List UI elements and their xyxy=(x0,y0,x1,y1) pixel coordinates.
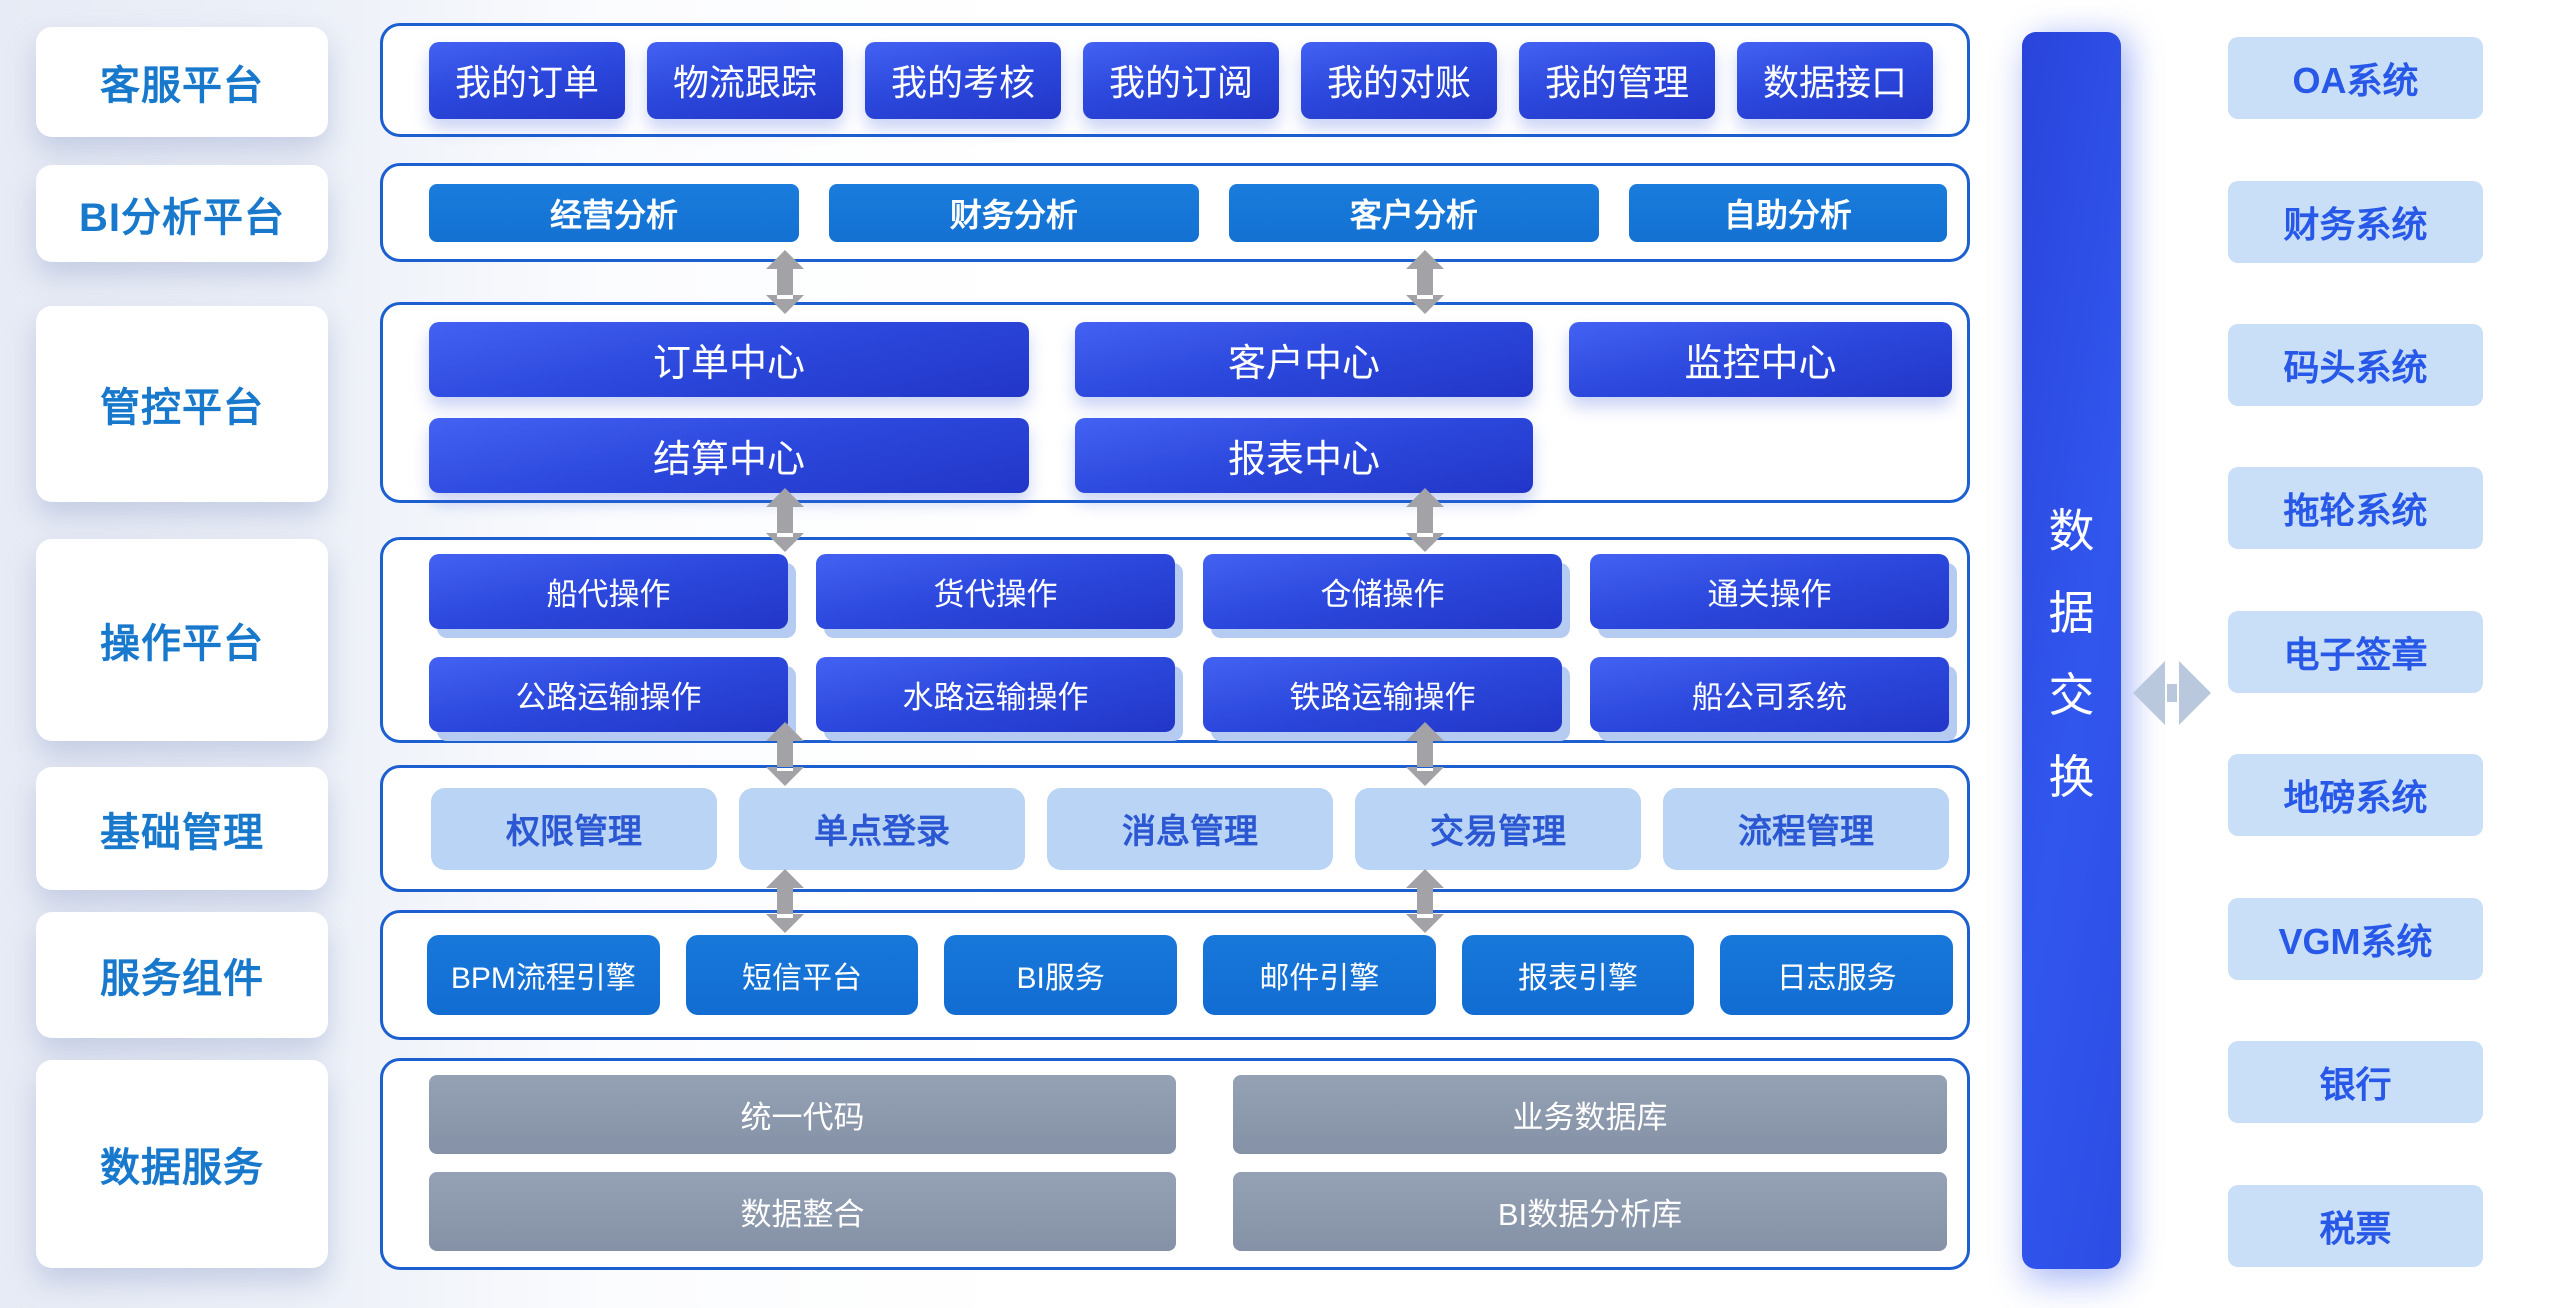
platform-card-customer-service[interactable]: 客服平台 xyxy=(36,27,328,137)
node-business-db[interactable]: 业务数据库 xyxy=(1233,1075,1947,1154)
node-shipping-company-sys[interactable]: 船公司系统 xyxy=(1590,657,1949,732)
node-my-manage[interactable]: 我的管理 xyxy=(1519,41,1715,119)
data-exchange-bar[interactable]: 数 据 交 换 xyxy=(2022,32,2121,1269)
node-log-service[interactable]: 日志服务 xyxy=(1720,935,1954,1015)
node-report-engine[interactable]: 报表引擎 xyxy=(1461,935,1695,1015)
data-exchange-char: 换 xyxy=(2048,750,2095,803)
node-my-assess[interactable]: 我的考核 xyxy=(865,41,1061,119)
node-business-analysis[interactable]: 经营分析 xyxy=(429,183,799,242)
node-water-transport-op[interactable]: 水路运输操作 xyxy=(816,657,1175,732)
double-arrow-horizontal-icon xyxy=(2133,661,2211,725)
node-sms-platform[interactable]: 短信平台 xyxy=(685,935,919,1015)
node-report-center[interactable]: 报表中心 xyxy=(1075,418,1533,493)
double-arrow-vertical-icon xyxy=(1406,250,1444,314)
double-arrow-vertical-icon xyxy=(766,869,804,933)
node-mail-engine[interactable]: 邮件引擎 xyxy=(1203,935,1436,1015)
double-arrow-vertical-icon xyxy=(766,722,804,786)
section-base-mgmt: 权限管理 单点登录 消息管理 交易管理 流程管理 xyxy=(380,765,1970,892)
external-card-bank[interactable]: 银行 xyxy=(2228,1041,2483,1123)
node-trade-mgmt[interactable]: 交易管理 xyxy=(1355,787,1641,870)
section-control: 订单中心 客户中心 监控中心 结算中心 报表中心 xyxy=(380,302,1970,503)
double-arrow-vertical-icon xyxy=(766,488,804,552)
node-permission-mgmt[interactable]: 权限管理 xyxy=(431,787,717,870)
external-card-finance[interactable]: 财务系统 xyxy=(2228,181,2483,263)
node-warehouse-op[interactable]: 仓储操作 xyxy=(1203,554,1562,629)
node-customer-center[interactable]: 客户中心 xyxy=(1075,322,1533,397)
double-arrow-vertical-icon xyxy=(1406,488,1444,552)
node-data-api[interactable]: 数据接口 xyxy=(1737,41,1933,119)
node-settle-center[interactable]: 结算中心 xyxy=(429,418,1029,493)
node-self-analysis[interactable]: 自助分析 xyxy=(1628,183,1948,242)
platform-card-data-service[interactable]: 数据服务 xyxy=(36,1060,328,1268)
data-exchange-char: 交 xyxy=(2048,668,2095,721)
platform-card-operation[interactable]: 操作平台 xyxy=(36,539,328,741)
external-card-vgm[interactable]: VGM系统 xyxy=(2228,898,2483,980)
external-card-terminal[interactable]: 码头系统 xyxy=(2228,324,2483,406)
node-message-mgmt[interactable]: 消息管理 xyxy=(1047,787,1333,870)
platform-card-bi-analysis[interactable]: BI分析平台 xyxy=(36,165,328,262)
node-order-center[interactable]: 订单中心 xyxy=(429,322,1029,397)
node-process-mgmt[interactable]: 流程管理 xyxy=(1663,787,1949,870)
node-my-subscribe[interactable]: 我的订阅 xyxy=(1083,41,1279,119)
data-exchange-char: 数 xyxy=(2048,504,2095,557)
platform-card-service-comp[interactable]: 服务组件 xyxy=(36,912,328,1038)
node-sso[interactable]: 单点登录 xyxy=(739,787,1025,870)
node-customs-op[interactable]: 通关操作 xyxy=(1590,554,1949,629)
node-rail-transport-op[interactable]: 铁路运输操作 xyxy=(1203,657,1562,732)
external-card-tugboat[interactable]: 拖轮系统 xyxy=(2228,467,2483,549)
double-arrow-vertical-icon xyxy=(766,250,804,314)
node-ship-agency-op[interactable]: 船代操作 xyxy=(429,554,788,629)
node-bi-service[interactable]: BI服务 xyxy=(944,935,1178,1015)
platform-card-base-mgmt[interactable]: 基础管理 xyxy=(36,767,328,890)
external-card-oa[interactable]: OA系统 xyxy=(2228,37,2483,119)
node-freight-op[interactable]: 货代操作 xyxy=(816,554,1175,629)
section-bi-analysis: 经营分析 财务分析 客户分析 自助分析 xyxy=(380,163,1970,262)
node-unified-code[interactable]: 统一代码 xyxy=(429,1075,1176,1154)
node-bpm-engine[interactable]: BPM流程引擎 xyxy=(427,935,660,1015)
node-logistics[interactable]: 物流跟踪 xyxy=(647,41,843,119)
node-data-integration[interactable]: 数据整合 xyxy=(429,1172,1176,1251)
node-bi-analysis-db[interactable]: BI数据分析库 xyxy=(1233,1172,1947,1251)
platform-card-control[interactable]: 管控平台 xyxy=(36,306,328,502)
node-finance-analysis[interactable]: 财务分析 xyxy=(828,183,1199,242)
node-road-transport-op[interactable]: 公路运输操作 xyxy=(429,657,788,732)
section-customer-service: 我的订单 物流跟踪 我的考核 我的订阅 我的对账 我的管理 数据接口 xyxy=(380,23,1970,137)
external-card-esign[interactable]: 电子签章 xyxy=(2228,611,2483,693)
double-arrow-vertical-icon xyxy=(1406,869,1444,933)
node-monitor-center[interactable]: 监控中心 xyxy=(1569,322,1952,397)
double-arrow-vertical-icon xyxy=(1406,722,1444,786)
external-card-tax[interactable]: 税票 xyxy=(2228,1185,2483,1267)
data-exchange-char: 据 xyxy=(2048,586,2095,639)
section-operation: 船代操作 货代操作 仓储操作 通关操作 公路运输操作 水路运输操作 铁路运输操作… xyxy=(380,537,1970,743)
external-card-weighbridge[interactable]: 地磅系统 xyxy=(2228,754,2483,836)
node-customer-analysis[interactable]: 客户分析 xyxy=(1228,183,1599,242)
node-my-reconcile[interactable]: 我的对账 xyxy=(1301,41,1497,119)
section-service-comp: BPM流程引擎 短信平台 BI服务 邮件引擎 报表引擎 日志服务 xyxy=(380,910,1970,1040)
section-data-service: 统一代码 业务数据库 数据整合 BI数据分析库 xyxy=(380,1058,1970,1270)
node-my-orders[interactable]: 我的订单 xyxy=(429,41,625,119)
